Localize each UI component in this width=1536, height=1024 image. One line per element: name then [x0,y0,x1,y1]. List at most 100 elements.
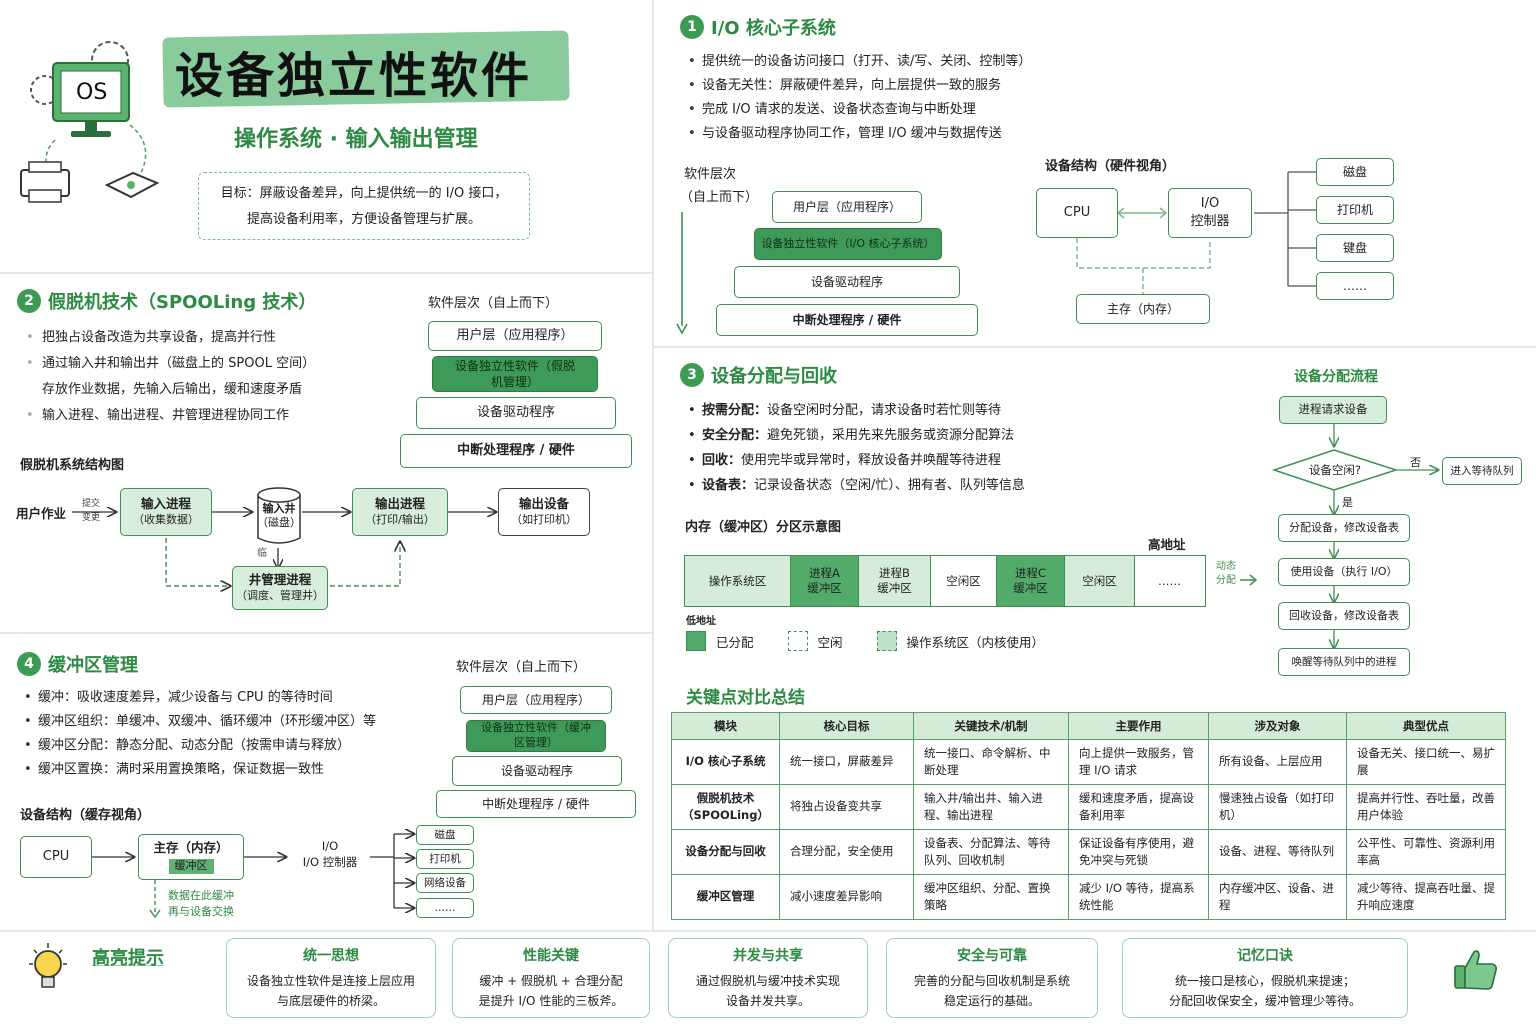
table-row: 缓冲区管理 减小速度差异影响 缓冲区组织、分配、置换策略 减少 I/O 等待，提… [671,874,1507,920]
mem-cell-sub: 缓冲区 [877,581,912,595]
mem-cell-label: 进程B [879,566,910,581]
s1-device-more: …… [1316,272,1394,300]
section-1-heading: I/O 核心子系统 [711,18,836,39]
tip-line: 通过假脱机与缓冲技术实现 [695,974,840,988]
table-cell: 统一接口，屏蔽差异 [778,739,914,785]
goal-line-1: 目标：屏蔽设备差异，向上提供统一的 I/O 接口， [220,186,508,201]
s2-mgr-sub: （调度、管理井） [236,589,324,603]
s4-hw-connectors [92,820,480,919]
table-header: 模块 [671,712,780,740]
table-row: I/O 核心子系统 统一接口，屏蔽差异 统一接口、命令解析、中断处理 向上提供一… [671,739,1507,785]
s2-output-proc-sub: （打印/输出） [365,513,435,527]
section-2-bullets: •把独占设备改造为共享设备，提高并行性 •通过输入井和输出井（磁盘上的 SPOO… [26,330,316,423]
s1-hw-connectors [1076,171,1316,294]
tip-text: 完善的分配与回收机制是系统稳定运行的基础。 [887,971,1097,1011]
s4-io-controller: I/O I/O 控制器 [290,838,370,878]
s2-well-label: 输入井 [262,502,296,515]
mem-cell-label: …… [1158,573,1181,588]
list-item: 记录设备状态（空闲/忙）、拥有者、队列等信息 [754,478,1025,493]
list-item: 缓冲区分配：静态分配、动态分配（按需申请与释放） [24,734,376,758]
legend-label: 操作系统区（内核使用） [906,634,1045,650]
section-1-number: 1 [680,15,704,39]
s2-submit-2: 变更 [82,513,101,523]
s2-user-job: 用户作业 [16,506,67,521]
s4-layer-interrupt: 中断处理程序 / 硬件 [436,790,636,818]
s3-flow-connectors [1271,424,1530,660]
section-4-heading: 缓冲区管理 [48,655,138,676]
s4-device-disk: 磁盘 [416,825,474,845]
legend-free-swatch [787,631,808,651]
list-item-key: 按需分配： [702,403,768,418]
summary-table: 模块 核心目标 关键技术/机制 主要作用 涉及对象 典型优点 I/O 核心子系统… [671,712,1507,920]
table-row: 假脱机技术（SPOOLing） 将独占设备变共享 输入井/输出井、输入进程、输出… [671,784,1507,830]
s4-cpu-box: CPU [20,836,92,878]
tip-title: 安全与可靠 [957,948,1027,964]
list-item: 使用完毕或异常时，释放设备并唤醒等待进程 [741,453,1002,468]
table-cell: 减少 I/O 等待，提高系统性能 [1067,874,1209,920]
list-item: 设备空闲时分配，请求设备时若忙则等待 [767,403,1002,418]
s1-layer-interrupt: 中断处理程序 / 硬件 [716,304,978,336]
flow-wait-queue: 进入等待队列 [1442,457,1522,485]
goal-box: 目标：屏蔽设备差异，向上提供统一的 I/O 接口， 提高设备利用率，方便设备管理… [198,172,530,240]
table-row: 设备分配与回收 合理分配，安全使用 设备表、分配算法、等待队列、回收机制 保证设… [671,829,1507,875]
list-item: 缓冲区置换：满时采用置换策略，保证数据一致性 [24,758,376,782]
table-cell: 减小速度差异影响 [778,874,914,920]
section-4-title: 4 缓冲区管理 [17,651,138,677]
s2-output-dev-label: 输出设备 [518,496,569,512]
goal-line-2: 提高设备利用率，方便设备管理与扩展。 [246,212,481,227]
page-title: 设备独立性软件 [175,48,533,104]
list-item: 完成 I/O 请求的发送、设备状态查询与中断处理 [688,98,1031,122]
table-cell: 向上提供一致服务，管理 I/O 请求 [1067,739,1209,785]
s4-mem-label: 主存（内存） [153,840,229,856]
table-header: 关键技术/机制 [912,712,1069,740]
s2-submit-label: 提交 变更 [82,497,100,525]
list-item: 提供统一的设备访问接口（打开、读/写、关闭、控制等） [688,50,1031,74]
s3-dyn-1: 动态 [1216,561,1236,572]
table-cell: 将独占设备变共享 [778,784,914,830]
legend-label: 已分配 [716,634,754,650]
table-header: 典型优点 [1345,712,1507,740]
table-cell-module: 设备分配与回收 [671,829,780,875]
flow-use-device: 使用设备（执行 I/O） [1278,558,1410,586]
s2-input-proc-sub: （收集数据） [133,513,199,527]
list-item-key: 回收： [702,453,742,468]
list-item: 设备无关性：屏蔽硬件差异，向上层提供一致的服务 [688,74,1031,98]
s3-mem-title: 内存（缓冲区）分区示意图 [685,520,842,535]
table-cell: 设备无关、接口统一、易扩展 [1345,739,1507,785]
s1-layer-driver: 设备驱动程序 [734,266,960,298]
s4-buffer-note: 数据在此缓冲 再与设备交换 [168,888,234,920]
list-item-key: 安全分配： [702,428,768,443]
s1-device-disk: 磁盘 [1316,158,1394,186]
tip-line: 分配回收保安全，缓冲管理少等待。 [1168,994,1361,1008]
flow-reclaim: 回收设备，修改设备表 [1278,602,1410,630]
tip-text: 通过假脱机与缓冲技术实现设备并发共享。 [669,971,867,1011]
s4-device-more: …… [416,898,474,918]
list-item: 存放作业数据，先输入后输出，缓和速度矛盾 [42,382,303,397]
s3-low-address: 低地址 [686,616,716,627]
tip-line: 设备并发共享。 [725,994,810,1008]
table-cell: 统一接口、命令解析、中断处理 [912,739,1069,785]
tip-line: 统一接口是核心，假脱机来提速； [1174,974,1355,988]
mem-cell-free-2: 空闲区 [1065,556,1135,606]
section-1-title: 1 I/O 核心子系统 [680,14,836,40]
tip-card: 安全与可靠 完善的分配与回收机制是系统稳定运行的基础。 [886,938,1098,1018]
tip-text: 设备独立性软件是连接上层应用与底层硬件的桥梁。 [227,971,435,1011]
legend-os-swatch [876,631,897,651]
tip-card: 记忆口诀 统一接口是核心，假脱机来提速；分配回收保安全，缓冲管理少等待。 [1122,938,1408,1018]
table-cell: 所有设备、上层应用 [1207,739,1347,785]
s4-device-network: 网络设备 [416,873,474,893]
s2-layer-user: 用户层（应用程序） [428,321,602,351]
flow-no: 否 [1410,456,1421,469]
s1-ctrl-line1: I/O [1200,196,1220,212]
s1-ctrl-line2: 控制器 [1190,214,1230,229]
s2-layer-interrupt: 中断处理程序 / 硬件 [400,434,632,468]
table-cell: 保证设备有序使用，避免冲突与死锁 [1067,829,1209,875]
table-cell: 缓和速度矛盾，提高设备利用率 [1067,784,1209,830]
s4-layers-title: 软件层次（自上而下） [456,660,587,675]
mem-cell-sub: 缓冲区 [1013,581,1048,595]
mem-cell-label: 空闲区 [946,573,981,588]
s2-well: 输入井 （磁盘） [256,502,302,530]
s4-note-2: 再与设备交换 [168,905,234,918]
